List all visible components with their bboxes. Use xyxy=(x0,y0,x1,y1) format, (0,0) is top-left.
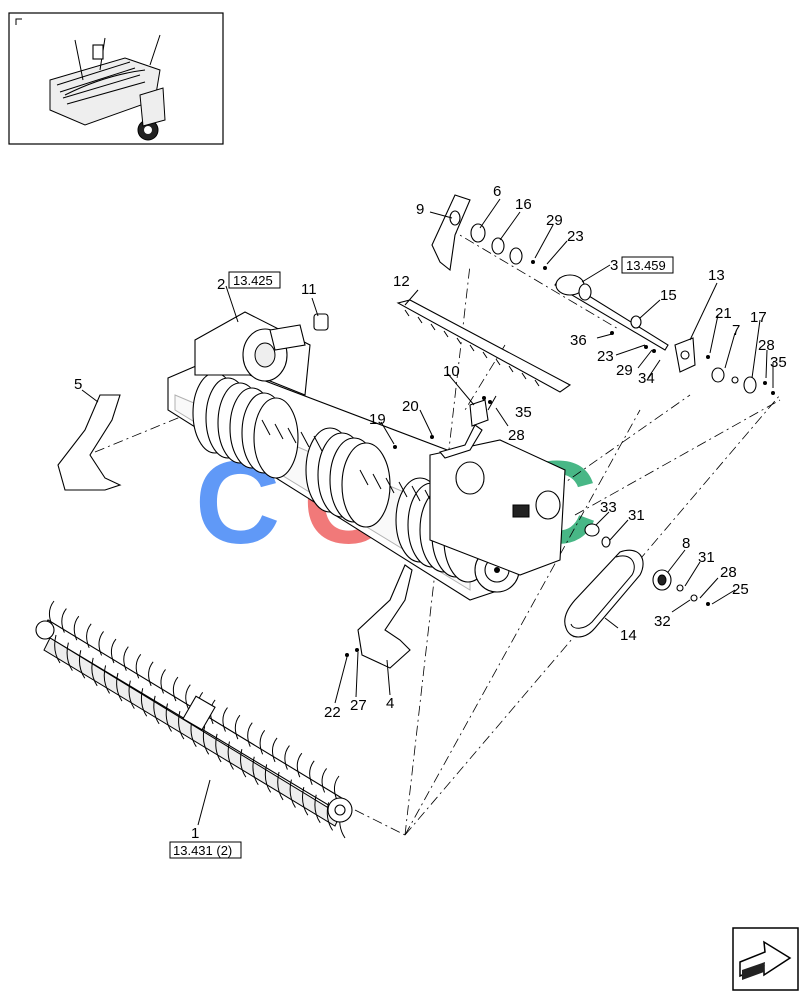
callout-35b: 35 xyxy=(515,404,532,421)
callout-35a: 35 xyxy=(770,354,787,371)
callout-17: 17 xyxy=(750,309,767,326)
callout-15: 15 xyxy=(660,287,677,304)
reference-box-3[interactable]: 13.459 xyxy=(621,256,674,274)
tine xyxy=(98,631,110,694)
belt-14 xyxy=(564,549,644,638)
tine xyxy=(296,752,309,816)
leader-lines xyxy=(81,198,774,826)
callout-9: 9 xyxy=(416,201,424,218)
tine xyxy=(321,768,334,831)
tine xyxy=(172,676,185,740)
callout-36: 36 xyxy=(570,332,587,349)
reference-box-2[interactable]: 13.425 xyxy=(228,271,281,289)
callout-29b: 29 xyxy=(616,362,633,379)
washer-31 xyxy=(601,536,611,548)
reference-label-13-425: 13.425 xyxy=(233,273,273,288)
callout-23a: 23 xyxy=(567,228,584,245)
callout-32: 32 xyxy=(654,613,671,630)
pulley-8 xyxy=(652,569,672,591)
callout-6: 6 xyxy=(493,183,501,200)
callout-11: 11 xyxy=(301,281,317,298)
tine xyxy=(123,646,135,709)
callout-5: 5 xyxy=(74,376,82,393)
callout-27: 27 xyxy=(350,697,367,714)
tine xyxy=(61,608,73,671)
strip-12 xyxy=(396,299,572,393)
callout-21: 21 xyxy=(715,305,732,322)
machine-overview-icon xyxy=(8,12,224,145)
tine xyxy=(135,653,148,717)
callout-28b: 28 xyxy=(508,427,525,444)
reference-box-1[interactable]: 13.431 (2) xyxy=(169,841,242,859)
next-page-arrow-icon[interactable] xyxy=(732,927,799,991)
scraper-5 xyxy=(57,394,122,491)
tine xyxy=(259,730,272,793)
reference-label-13-431: 13.431 (2) xyxy=(173,843,232,858)
callout-7: 7 xyxy=(732,322,740,339)
tine xyxy=(234,714,247,778)
bearing-7 xyxy=(711,367,725,383)
callout-10: 10 xyxy=(443,363,460,380)
callout-4: 4 xyxy=(386,695,394,712)
callout-31b: 31 xyxy=(698,549,715,566)
callout-13: 13 xyxy=(708,267,725,284)
part-10 xyxy=(469,399,489,427)
callout-20: 20 xyxy=(402,398,419,415)
scraper-4 xyxy=(357,564,413,669)
tine xyxy=(86,623,98,687)
callout-23b: 23 xyxy=(597,348,614,365)
bracket-9 xyxy=(431,194,471,272)
callout-numbers: 1 2 3 4 5 6 7 8 9 10 11 12 13 14 15 16 1… xyxy=(74,183,787,842)
callout-25: 25 xyxy=(732,581,749,598)
callout-28c: 28 xyxy=(720,564,737,581)
bearing-17 xyxy=(743,376,757,394)
tine xyxy=(73,615,86,679)
callout-12: 12 xyxy=(393,273,410,290)
callout-19: 19 xyxy=(369,411,386,428)
reference-label-13-459: 13.459 xyxy=(626,258,666,273)
tine xyxy=(272,737,284,801)
rotor-housing xyxy=(167,359,520,601)
callout-3: 3 xyxy=(610,257,618,274)
callout-29a: 29 xyxy=(546,212,563,229)
callout-14: 14 xyxy=(620,627,637,644)
callout-16: 16 xyxy=(515,196,532,213)
bearing-6 xyxy=(470,223,486,243)
callout-31a: 31 xyxy=(628,507,645,524)
tine xyxy=(284,745,296,808)
tine xyxy=(160,669,172,732)
washer-15 xyxy=(630,315,642,329)
tine xyxy=(247,722,259,786)
bearing-16 xyxy=(491,237,505,255)
callout-2: 2 xyxy=(217,276,225,293)
callout-8: 8 xyxy=(682,535,690,552)
tine-rotor-1 xyxy=(35,600,353,839)
callout-33: 33 xyxy=(600,499,617,516)
tine xyxy=(309,760,321,824)
callout-1: 1 xyxy=(191,825,199,842)
callout-34: 34 xyxy=(638,370,655,387)
part-11 xyxy=(313,313,329,331)
tine xyxy=(148,661,160,725)
right-side-plate xyxy=(429,439,566,576)
tine xyxy=(110,638,123,702)
washer-33 xyxy=(584,523,600,537)
callout-28a: 28 xyxy=(758,337,775,354)
callout-22: 22 xyxy=(324,704,341,721)
left-side-plate xyxy=(194,311,311,396)
tine xyxy=(222,707,234,770)
